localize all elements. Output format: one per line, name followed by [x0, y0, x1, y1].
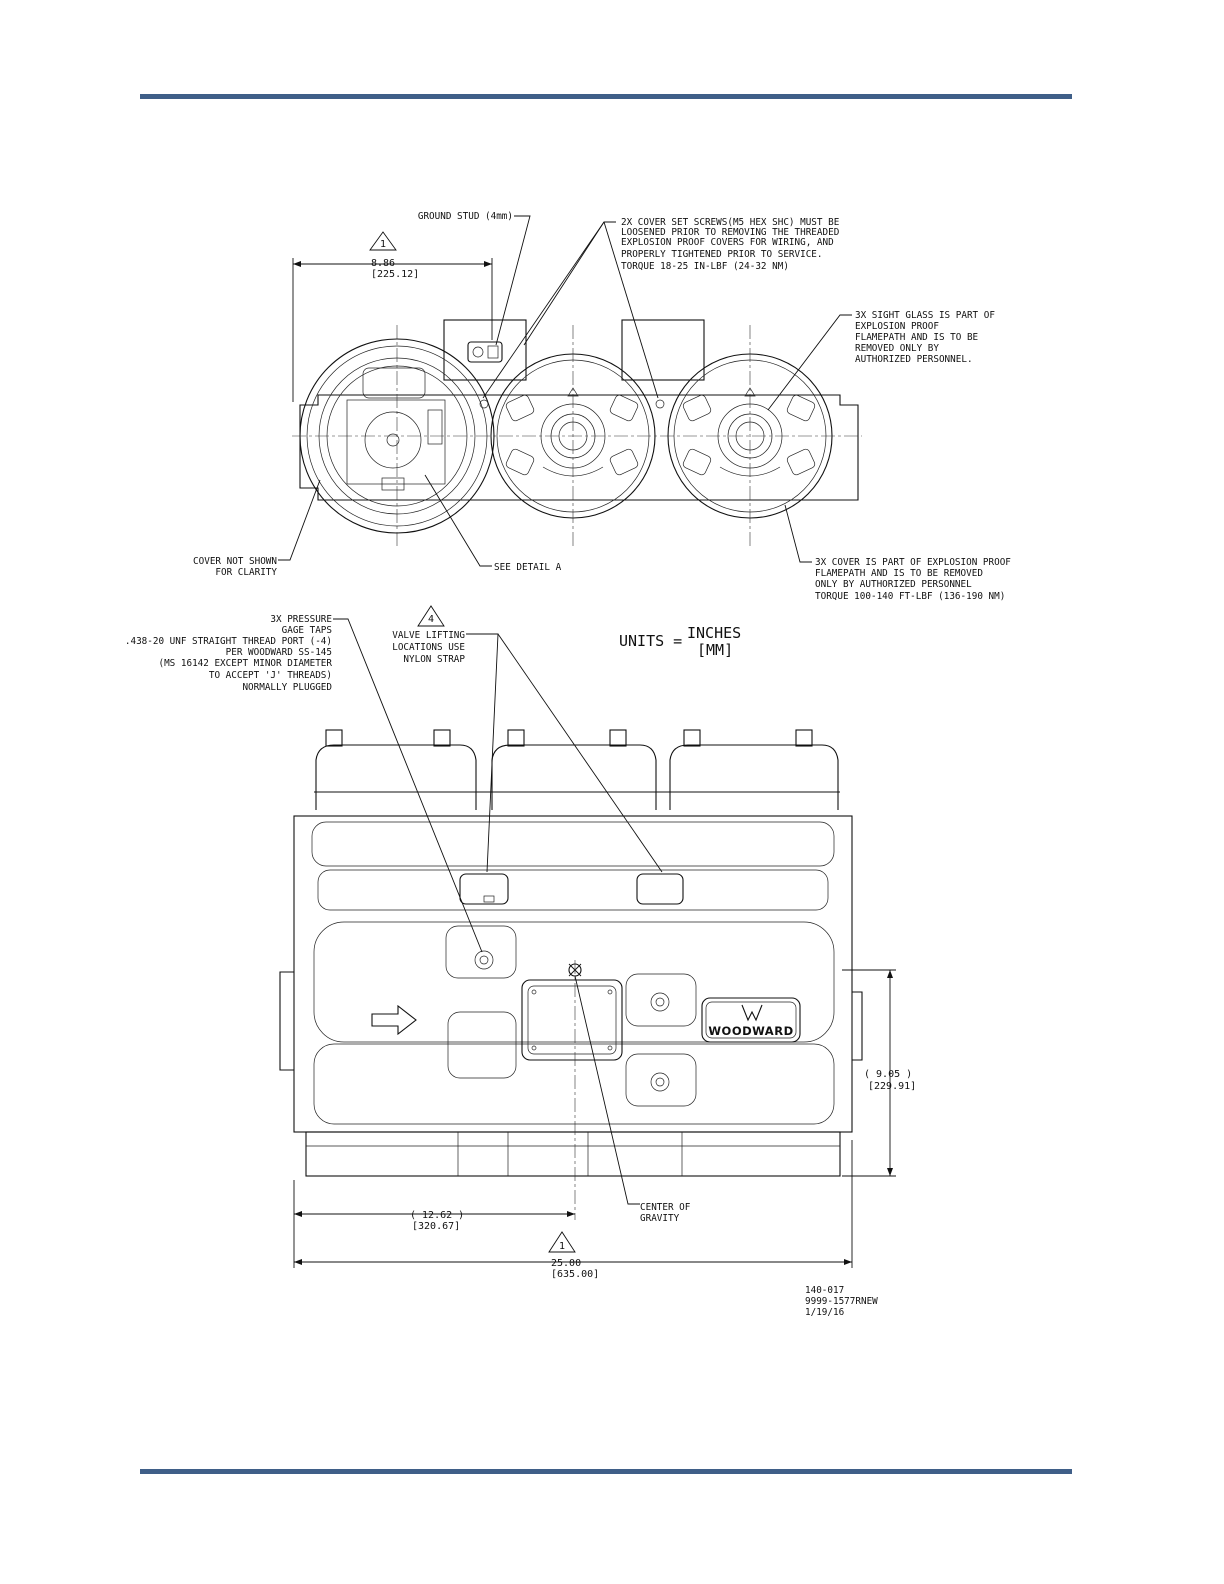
svg-text:CENTER OF: CENTER OF: [640, 1202, 691, 1213]
svg-text:UNITS =: UNITS =: [619, 632, 682, 650]
width-dim-metric: [225.12]: [371, 269, 419, 280]
cg-dim-metric: [320.67]: [412, 1221, 460, 1232]
front-view: [279, 605, 896, 1268]
svg-text:AUTHORIZED PERSONNEL.: AUTHORIZED PERSONNEL.: [855, 354, 973, 365]
cover-set-screws-note: 2X COVER SET SCREWS(M5 HEX SHC) MUST BE …: [621, 217, 840, 272]
header-rule: [140, 94, 1072, 99]
svg-text:FLAMEPATH AND IS TO BE: FLAMEPATH AND IS TO BE: [855, 332, 978, 343]
height-dim-value: ( 9.05 ): [864, 1069, 912, 1080]
svg-text:[MM]: [MM]: [697, 641, 733, 659]
overall-dim-triangle: 1: [559, 1241, 565, 1252]
height-dim-metric: [229.91]: [868, 1081, 916, 1092]
svg-text:NORMALLY PLUGGED: NORMALLY PLUGGED: [242, 682, 332, 693]
svg-text:EXPLOSION PROOF: EXPLOSION PROOF: [855, 321, 939, 332]
svg-text:PROPERLY TIGHTENED PRIOR TO SE: PROPERLY TIGHTENED PRIOR TO SERVICE.: [621, 249, 823, 260]
svg-text:FLAMEPATH AND IS TO BE REMOVED: FLAMEPATH AND IS TO BE REMOVED: [815, 568, 983, 579]
svg-text:3X PRESSURE: 3X PRESSURE: [270, 614, 332, 625]
svg-text:(MS 16142 EXCEPT MINOR DIAMETE: (MS 16142 EXCEPT MINOR DIAMETER: [158, 658, 332, 669]
lifting-triangle-label: 4: [428, 614, 434, 625]
top-view: [278, 215, 862, 567]
svg-text:TORQUE 18-25 IN-LBF (24-32 NM): TORQUE 18-25 IN-LBF (24-32 NM): [621, 261, 789, 272]
svg-text:REMOVED ONLY BY: REMOVED ONLY BY: [855, 343, 939, 354]
cg-dim-value: ( 12.62 ): [410, 1210, 464, 1221]
svg-text:NYLON STRAP: NYLON STRAP: [403, 654, 465, 665]
width-dim-value: 8.86: [371, 258, 395, 269]
svg-text:TO ACCEPT 'J' THREADS): TO ACCEPT 'J' THREADS): [209, 670, 332, 681]
svg-text:ONLY BY AUTHORIZED PERSONNEL: ONLY BY AUTHORIZED PERSONNEL: [815, 579, 972, 590]
svg-text:3X COVER IS PART OF EXPLOSION: 3X COVER IS PART OF EXPLOSION PROOF: [815, 557, 1011, 568]
see-detail-note: SEE DETAIL A: [494, 562, 562, 573]
ground-stud-note: GROUND STUD (4mm): [418, 211, 513, 222]
pressure-taps-note: 3X PRESSURE GAGE TAPS .438-20 UNF STRAIG…: [125, 614, 333, 693]
svg-text:FOR CLARITY: FOR CLARITY: [215, 567, 277, 578]
svg-text:LOOSENED PRIOR TO REMOVING THE: LOOSENED PRIOR TO REMOVING THE THREADED: [621, 227, 840, 238]
svg-text:GRAVITY: GRAVITY: [640, 1213, 680, 1224]
svg-text:.438-20 UNF STRAIGHT THREAD PO: .438-20 UNF STRAIGHT THREAD PORT (-4): [125, 636, 332, 647]
overall-dim-metric: [635.00]: [551, 1269, 599, 1280]
width-dim-triangle: 1: [380, 239, 386, 250]
svg-text:1/19/16: 1/19/16: [805, 1307, 844, 1318]
svg-text:INCHES: INCHES: [687, 624, 741, 642]
svg-text:PER WOODWARD SS-145: PER WOODWARD SS-145: [226, 647, 332, 658]
units-legend: UNITS = INCHES [MM]: [619, 624, 741, 659]
svg-text:VALVE LIFTING: VALVE LIFTING: [392, 630, 465, 641]
svg-text:140-017: 140-017: [805, 1285, 844, 1296]
svg-text:EXPLOSION PROOF COVERS FOR WIR: EXPLOSION PROOF COVERS FOR WIRING, AND: [621, 237, 834, 248]
svg-text:2X COVER SET SCREWS(M5 HEX SHC: 2X COVER SET SCREWS(M5 HEX SHC) MUST BE: [621, 217, 839, 228]
svg-text:TORQUE 100-140 FT-LBF (136-190: TORQUE 100-140 FT-LBF (136-190 NM): [815, 591, 1005, 602]
woodward-logo-text: WOODWARD: [708, 1024, 793, 1038]
drawing-reference: 140-017 9999-1577RNEW 1/19/16: [805, 1285, 878, 1318]
overall-dim-value: 25.00: [551, 1258, 581, 1269]
svg-text:LOCATIONS USE: LOCATIONS USE: [392, 642, 465, 653]
svg-text:3X SIGHT GLASS IS PART OF: 3X SIGHT GLASS IS PART OF: [855, 310, 995, 321]
footer-rule: [140, 1469, 1072, 1474]
sight-glass-note: 3X SIGHT GLASS IS PART OF EXPLOSION PROO…: [855, 310, 995, 365]
svg-text:COVER NOT SHOWN: COVER NOT SHOWN: [193, 556, 277, 567]
cover-flamepath-note: 3X COVER IS PART OF EXPLOSION PROOF FLAM…: [815, 557, 1011, 602]
lifting-note: VALVE LIFTING LOCATIONS USE NYLON STRAP: [392, 630, 465, 665]
center-of-gravity-note: CENTER OF GRAVITY: [640, 1202, 691, 1224]
cover-not-shown-note: COVER NOT SHOWN FOR CLARITY: [193, 556, 277, 578]
svg-text:9999-1577RNEW: 9999-1577RNEW: [805, 1296, 878, 1307]
svg-text:GAGE TAPS: GAGE TAPS: [282, 625, 332, 636]
